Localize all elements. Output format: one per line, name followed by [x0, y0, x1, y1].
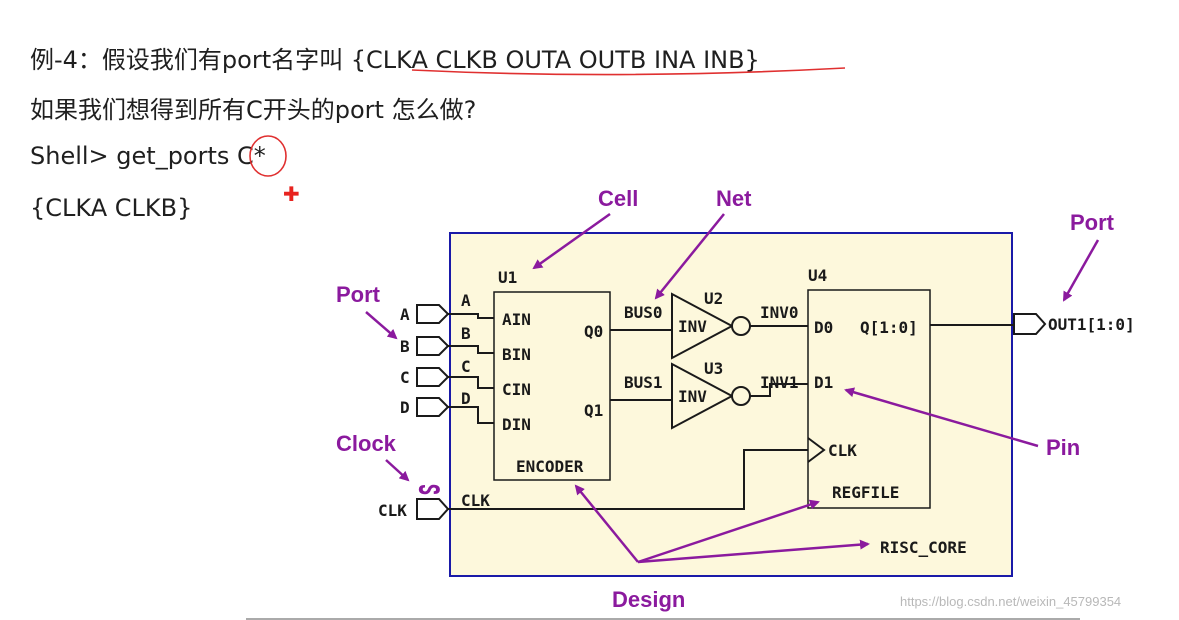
regfile-u4-box [807, 289, 931, 509]
watermark: https://blog.csdn.net/weixin_45799354 [900, 594, 1121, 609]
inverter-u2-bubble [731, 316, 751, 336]
port-b-label: B [400, 337, 410, 356]
net-b-label: B [461, 324, 471, 343]
u1-pin-bin: BIN [502, 345, 531, 364]
regfile-clock-triangle [807, 437, 826, 463]
annotation-net: Net [716, 186, 752, 211]
net-bus1-label: BUS1 [624, 373, 663, 392]
net-a-label: A [461, 291, 471, 310]
u4-pin-d0: D0 [814, 318, 833, 337]
u1-type: ENCODER [516, 457, 584, 476]
annotation-port-right: Port [1070, 210, 1115, 235]
shell-command: Shell> get_ports C* [30, 142, 266, 170]
u1-name: U1 [498, 268, 517, 287]
u1-pin-q1: Q1 [584, 401, 603, 420]
u4-pin-clk: CLK [828, 441, 857, 460]
u4-name: U4 [808, 266, 827, 285]
u4-type: REGFILE [832, 483, 899, 502]
u3-name: U3 [704, 359, 723, 378]
net-inv1-label: INV1 [760, 373, 799, 392]
port-a-symbol [416, 304, 450, 324]
u2-name: U2 [704, 289, 723, 308]
u4-pin-d1: D1 [814, 373, 833, 392]
encoder-u1-box [493, 291, 611, 481]
port-out1-label: OUT1[1:0] [1048, 315, 1135, 334]
question-text: 如果我们想得到所有C开头的port 怎么做? [30, 96, 477, 124]
port-b-symbol [416, 336, 450, 356]
net-inv0-label: INV0 [760, 303, 799, 322]
port-out1-symbol [1013, 313, 1047, 335]
annotation-port-left: Port [336, 282, 381, 307]
u1-pin-q0: Q0 [584, 322, 603, 341]
inverter-u2 [671, 292, 735, 360]
annotation-cell: Cell [598, 186, 638, 211]
port-clk-label: CLK [378, 501, 407, 520]
net-d-label: D [461, 389, 471, 408]
inverter-u3-bubble [731, 386, 751, 406]
red-underline [411, 67, 846, 76]
net-c-label: C [461, 357, 471, 376]
red-circle [249, 135, 287, 177]
net-clk-label: CLK [461, 491, 490, 510]
annotation-clock: Clock [336, 431, 397, 456]
u2-type: INV [678, 317, 707, 336]
annotation-design: Design [612, 587, 685, 612]
design-box [449, 232, 1013, 577]
port-clk-symbol [416, 498, 450, 520]
clock-waveform-icon: ᔕ [418, 475, 441, 499]
port-d-label: D [400, 398, 410, 417]
design-name-label: RISC_CORE [880, 538, 967, 557]
net-bus0-label: BUS0 [624, 303, 663, 322]
u1-pin-din: DIN [502, 415, 531, 434]
annotation-arrows [365, 212, 1100, 564]
port-d-symbol [416, 397, 450, 417]
u3-type: INV [678, 387, 707, 406]
u1-pin-ain: AIN [502, 310, 531, 329]
u4-pin-q: Q[1:0] [860, 318, 918, 337]
inverter-u3 [671, 362, 735, 430]
annotation-pin: Pin [1046, 435, 1080, 460]
port-c-symbol [416, 367, 450, 387]
shell-result: {CLKA CLKB} [30, 194, 193, 222]
port-c-label: C [400, 368, 410, 387]
red-cursor-mark: ✚ [283, 182, 300, 206]
example-title: 例-4：假设我们有port名字叫 {CLKA CLKB OUTA OUTB IN… [30, 46, 760, 74]
port-a-label: A [400, 305, 410, 324]
u1-pin-cin: CIN [502, 380, 531, 399]
